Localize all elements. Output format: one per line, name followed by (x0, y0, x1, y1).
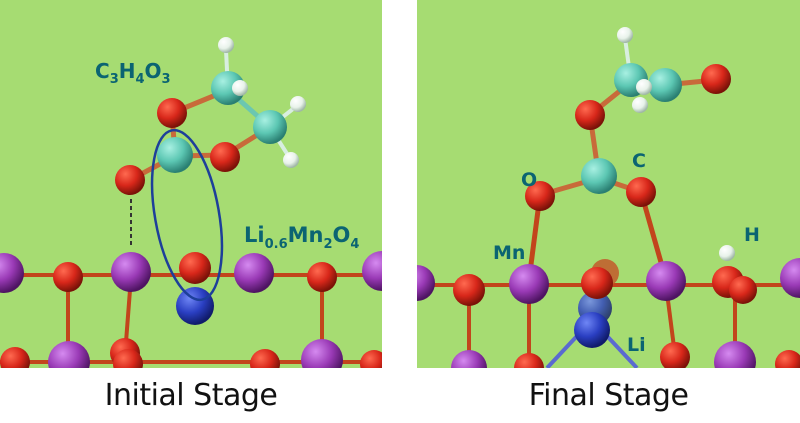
mn-atom (48, 341, 90, 368)
c-atom (211, 71, 245, 105)
o-atom (53, 262, 83, 292)
li-atom (176, 287, 214, 325)
o-atom (775, 350, 800, 368)
o-atom (514, 353, 544, 368)
h-atom (218, 37, 234, 53)
highlight-ellipse (150, 128, 224, 302)
initial-stage-structure: C3H4O3 Li0.6Mn2O4 (0, 37, 382, 368)
o-atom (581, 267, 613, 299)
initial-stage-caption: Initial Stage (104, 378, 278, 413)
o-atom (575, 100, 605, 130)
mn-atom (234, 253, 274, 293)
mn-atom (301, 339, 343, 368)
surface-formula-label: Li0.6Mn2O4 (244, 223, 359, 252)
manganese-label: Mn (493, 242, 525, 264)
o-atom (525, 181, 555, 211)
mn-atom (111, 252, 151, 292)
h-atom (232, 80, 248, 96)
mn-atom (0, 253, 24, 293)
lattice-atoms (417, 245, 800, 368)
final-stage-caption: Final Stage (528, 378, 689, 413)
o-atom (210, 142, 240, 172)
mn-atom (646, 261, 686, 301)
molecule-atoms (115, 37, 306, 195)
h-atom (617, 27, 633, 43)
molecule-atoms (525, 27, 731, 211)
mn-atom (509, 264, 549, 304)
h-atom (719, 245, 735, 261)
lattice-atoms (0, 251, 382, 368)
final-stage-structure: O C Mn H Li (417, 27, 800, 368)
c-atom (581, 158, 617, 194)
o-atom (113, 349, 143, 368)
mn-atom (417, 265, 435, 301)
o-atom (660, 342, 690, 368)
o-atom (453, 274, 485, 306)
o-atom (179, 252, 211, 284)
o-atom (626, 177, 656, 207)
o-atom (701, 64, 731, 94)
h-atom (636, 79, 652, 95)
o-atom (360, 350, 382, 368)
oxygen-label: O (521, 169, 537, 191)
final-stage-panel: O C Mn H Li (417, 0, 800, 368)
o-atom (307, 262, 337, 292)
o-atom (0, 347, 30, 368)
h-atom (632, 97, 648, 113)
hydrogen-label: H (744, 224, 760, 246)
h-atom (290, 96, 306, 112)
initial-stage-panel: C3H4O3 Li0.6Mn2O4 (0, 0, 382, 368)
c-atom (253, 110, 287, 144)
li-atom (574, 312, 610, 348)
lithium-label: Li (627, 334, 646, 356)
o-atom (729, 276, 757, 304)
mn-atom (780, 258, 800, 298)
mn-atom (451, 350, 487, 368)
molecule-formula-label: C3H4O3 (95, 59, 171, 87)
h-atom (283, 152, 299, 168)
o-atom (115, 165, 145, 195)
o-atom (157, 98, 187, 128)
c-atom (157, 137, 193, 173)
mn-atom (362, 251, 382, 291)
carbon-label: C (632, 150, 646, 172)
mn-atom (714, 341, 756, 368)
o-atom (250, 349, 280, 368)
c-atom (648, 68, 682, 102)
